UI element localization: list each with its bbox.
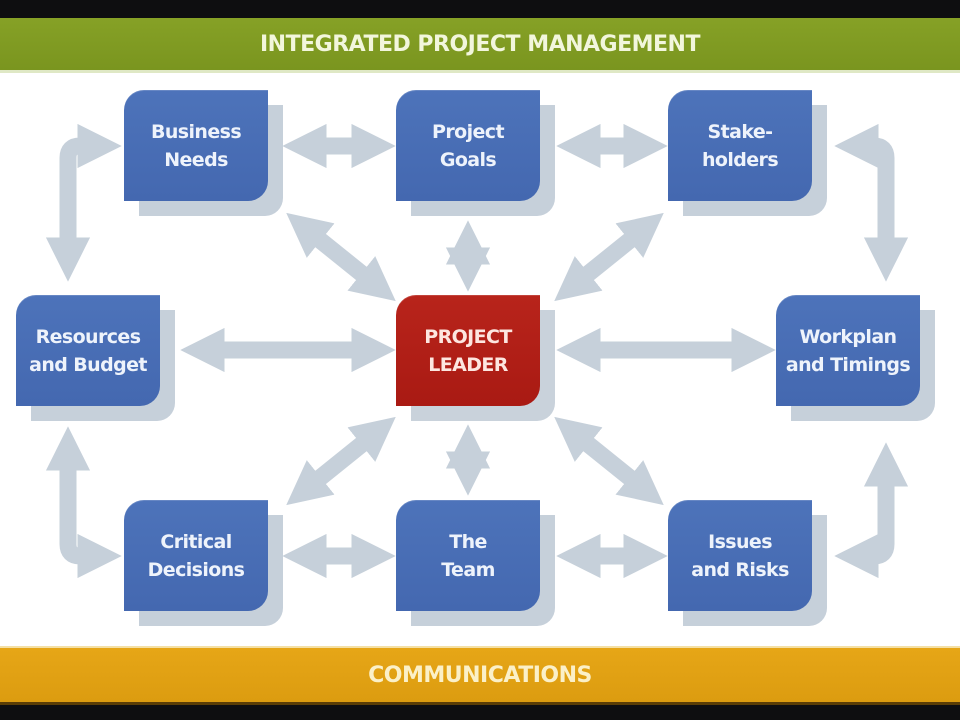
node-label-line2: Needs [164,148,228,171]
node-label-line1: PROJECT [424,325,512,348]
node-business-needs: Business Needs [124,90,283,216]
node-label-line1: Issues [708,530,772,553]
node-label-line2: Goals [439,148,497,171]
node-label-line1: The [449,530,487,553]
node-label-line1: Stake- [707,120,773,143]
node-face: The Team [396,500,540,611]
node-label-line2: and Budget [29,353,147,376]
node-label-line1: Workplan [799,325,897,348]
node-label-line1: Resources [35,325,141,348]
footer-band: COMMUNICATIONS [0,646,960,705]
node-stakeholders: Stake- holders [668,90,827,216]
node-the-team: The Team [396,500,555,626]
node-face: PROJECT LEADER [396,295,540,406]
header-band: INTEGRATED PROJECT MANAGEMENT [0,18,960,73]
node-project-goals: Project Goals [396,90,555,216]
node-face: Stake- holders [668,90,812,201]
header-title: INTEGRATED PROJECT MANAGEMENT [260,31,700,57]
arrow-elbow-resources-decisions [45,426,122,579]
node-label-line2: Team [441,558,495,581]
node-face: Business Needs [124,90,268,201]
node-label-line2: holders [701,148,779,171]
node-label-line2: and Timings [785,353,911,376]
footer-title: COMMUNICATIONS [368,662,592,688]
node-face: Project Goals [396,90,540,201]
arrow-leader-business [286,212,396,302]
node-face: Resources and Budget [16,295,160,406]
node-face: Critical Decisions [124,500,268,611]
node-label-line1: Critical [160,530,232,553]
node-face: Workplan and Timings [776,295,920,406]
arrow-elbow-issues-workplan [834,442,909,579]
arrow-leader-decisions [286,416,396,506]
node-workplan-timings: Workplan and Timings [776,295,935,421]
node-project-leader: PROJECT LEADER [396,295,555,421]
arrow-elbow-stakeholders-workplan [834,123,909,282]
node-label-line2: Decisions [147,558,245,581]
arrow-leader-stakeholders [554,212,664,302]
node-face: Issues and Risks [668,500,812,611]
arrow-elbow-resources-business [45,123,122,282]
node-label-line1: Project [432,120,505,143]
node-label-line2: LEADER [428,353,508,376]
node-issues-risks: Issues and Risks [668,500,827,626]
node-label-line2: and Risks [691,558,789,581]
node-resources-budget: Resources and Budget [16,295,175,421]
node-label-line1: Business [150,120,242,143]
arrow-leader-issues [554,416,664,506]
node-critical-decisions: Critical Decisions [124,500,283,626]
